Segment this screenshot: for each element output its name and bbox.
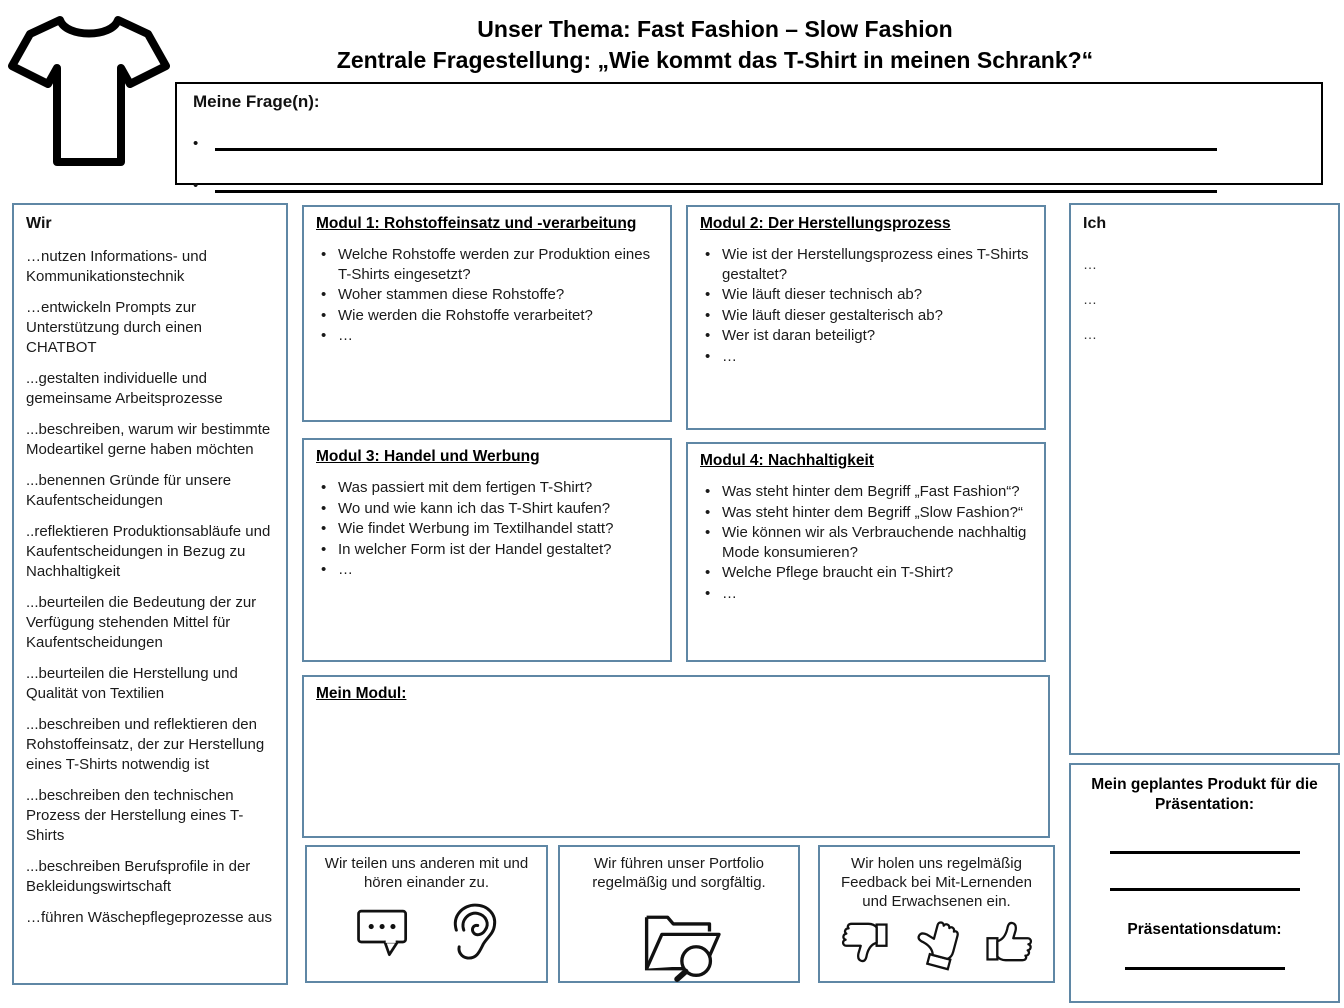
question-item: Wie werden die Rohstoffe verarbeitet?: [316, 306, 658, 326]
product-box: Mein geplantes Produkt für die Präsentat…: [1069, 763, 1340, 1003]
wir-statement: ...gestalten individuelle und gemeinsame…: [26, 370, 223, 407]
commitment-text: Wir führen unser Portfolio regelmäßig un…: [592, 855, 766, 891]
question-item: In welcher Form ist der Handel gestaltet…: [316, 540, 658, 560]
meine-fragen-label: Meine Frage(n):: [193, 92, 320, 111]
wir-statement: ...beschreiben Berufsprofile in der Bekl…: [26, 858, 251, 895]
wir-box: Wir …nutzen Informations- und Kommunikat…: [12, 203, 288, 985]
wir-title: Wir: [26, 215, 52, 232]
frage-blank-line-1: [215, 127, 1217, 151]
question-item: Wie läuft dieser technisch ab?: [700, 285, 1032, 305]
thumb-sideways-icon: [905, 908, 968, 975]
question-item: Wie können wir als Verbrauchende nachhal…: [700, 523, 1032, 562]
question-item: …: [316, 326, 658, 346]
modul-1-questions: Welche Rohstoffe werden zur Produktion e…: [316, 245, 658, 346]
frage-blank-line-2: [215, 169, 1217, 193]
frage-row-1: •: [193, 127, 1305, 151]
commitment-box-sharing: Wir teilen uns anderen mit und hören ein…: [305, 845, 548, 983]
question-item: Wo und wie kann ich das T-Shirt kaufen?: [316, 499, 658, 519]
mein-modul-label: Mein Modul:: [316, 685, 407, 702]
commitment-text: Wir teilen uns anderen mit und hören ein…: [324, 855, 529, 891]
question-item: …: [700, 347, 1032, 367]
mein-modul-box: Mein Modul:: [302, 675, 1050, 838]
folder-search-icon: [634, 902, 724, 982]
question-item: Wie findet Werbung im Textilhandel statt…: [316, 519, 658, 539]
thumbs-down-icon: [835, 917, 891, 967]
commitment-box-portfolio: Wir führen unser Portfolio regelmäßig un…: [558, 845, 800, 983]
title-line-1: Unser Thema: Fast Fashion – Slow Fashion: [477, 16, 953, 42]
wir-statement: …entwickeln Prompts zur Unterstützung du…: [26, 299, 202, 356]
wir-statement: ...beurteilen die Bedeutung der zur Verf…: [26, 594, 257, 651]
commitment-icons: [828, 917, 1045, 971]
modul-2-questions: Wie ist der Herstellungsprozess eines T-…: [700, 245, 1032, 366]
ich-title: Ich: [1083, 215, 1107, 232]
ich-statement: …: [1083, 291, 1097, 307]
modul-4-box: Modul 4: Nachhaltigkeit Was steht hinter…: [686, 442, 1046, 662]
wir-statement: …führen Wäschepflegeprozesse aus: [26, 909, 272, 926]
ear-icon: [448, 902, 500, 962]
bullet-icon: •: [193, 177, 199, 194]
bullet-icon: •: [193, 135, 199, 152]
modul-4-questions: Was steht hinter dem Begriff „Fast Fashi…: [700, 482, 1032, 603]
date-blank-line: [1124, 967, 1285, 970]
modul-2-box: Modul 2: Der Herstellungsprozess Wie ist…: [686, 205, 1046, 430]
modul-3-title: Modul 3: Handel und Werbung: [316, 448, 540, 465]
wir-statement: ...beschreiben, warum wir bestimmte Mode…: [26, 421, 271, 458]
commitment-icons: [568, 902, 790, 982]
modul-2-title: Modul 2: Der Herstellungsprozess: [700, 215, 951, 232]
modul-3-questions: Was passiert mit dem fertigen T-Shirt?Wo…: [316, 478, 658, 580]
speech-bubble-icon: [354, 904, 412, 960]
wir-list: …nutzen Informations- und Kommunikations…: [26, 247, 276, 928]
ich-statement: …: [1083, 256, 1097, 272]
question-item: Was steht hinter dem Begriff „Fast Fashi…: [700, 482, 1032, 502]
meine-fragen-box: Meine Frage(n): • •: [175, 82, 1323, 193]
question-item: Was steht hinter dem Begriff „Slow Fashi…: [700, 503, 1032, 523]
title-line-2: Zentrale Fragestellung: „Wie kommt das T…: [336, 47, 1094, 73]
modul-1-title: Modul 1: Rohstoffeinsatz und -verarbeitu…: [316, 215, 637, 232]
wir-statement: ...benennen Gründe für unsere Kaufentsch…: [26, 472, 232, 509]
question-item: Welche Pflege braucht ein T-Shirt?: [700, 563, 1032, 583]
wir-statement: ...beschreiben den technischen Prozess d…: [26, 787, 244, 844]
question-item: Wie ist der Herstellungsprozess eines T-…: [700, 245, 1032, 284]
modul-3-box: Modul 3: Handel und Werbung Was passiert…: [302, 438, 672, 662]
product-blank-line-2: [1109, 888, 1300, 891]
commitment-icons: [315, 902, 538, 962]
question-item: Was passiert mit dem fertigen T-Shirt?: [316, 478, 658, 498]
wir-statement: ...beurteilen die Herstellung und Qualit…: [26, 665, 238, 702]
question-item: Woher stammen diese Rohstoffe?: [316, 285, 658, 305]
ich-box: Ich … … …: [1069, 203, 1340, 755]
frage-row-2: •: [193, 169, 1305, 193]
modul-1-box: Modul 1: Rohstoffeinsatz und -verarbeitu…: [302, 205, 672, 422]
product-title: Mein geplantes Produkt für die Präsentat…: [1091, 776, 1318, 813]
presentation-date-label: Präsentationsdatum:: [1127, 921, 1282, 938]
ich-statement: …: [1083, 326, 1097, 342]
question-item: …: [316, 560, 658, 580]
question-item: Wer ist daran beteiligt?: [700, 326, 1032, 346]
question-item: Welche Rohstoffe werden zur Produktion e…: [316, 245, 658, 284]
commitment-box-feedback: Wir holen uns regelmäßig Feedback bei Mi…: [818, 845, 1055, 983]
product-blank-line-1: [1109, 851, 1300, 854]
wir-statement: ..reflektieren Produktionsabläufe und Ka…: [26, 523, 271, 580]
t-shirt-icon: [8, 4, 170, 176]
wir-statement: ...beschreiben und reflektieren den Rohs…: [26, 716, 265, 773]
thumbs-up-icon: [983, 917, 1039, 967]
question-item: Wie läuft dieser gestalterisch ab?: [700, 306, 1032, 326]
page-title: Unser Thema: Fast Fashion – Slow Fashion…: [100, 14, 1330, 76]
wir-statement: …nutzen Informations- und Kommunikations…: [26, 248, 207, 285]
question-item: …: [700, 584, 1032, 604]
modul-4-title: Modul 4: Nachhaltigkeit: [700, 452, 874, 469]
ich-list: … … …: [1083, 255, 1326, 343]
commitment-text: Wir holen uns regelmäßig Feedback bei Mi…: [841, 855, 1032, 910]
